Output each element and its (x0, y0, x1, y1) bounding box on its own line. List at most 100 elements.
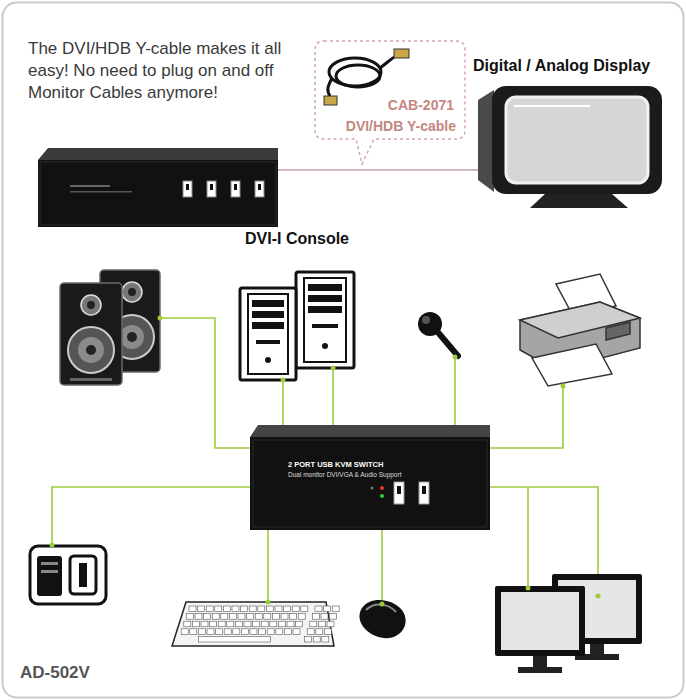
kvm-switch-unit-drawing (394, 482, 404, 504)
speaker (81, 295, 101, 315)
printer (520, 274, 640, 386)
keyboard (223, 606, 230, 612)
microphone (418, 312, 442, 336)
speaker (127, 332, 137, 342)
model-number: AD-502V (20, 662, 90, 684)
crt-monitor (506, 97, 648, 183)
keyboard (204, 614, 211, 620)
lcd-monitor (495, 586, 585, 656)
keyboard (301, 606, 308, 612)
speaker (86, 345, 96, 355)
wire-end-dot (266, 600, 271, 605)
pc-tower (252, 322, 284, 329)
kvm-switch-unit-drawing (250, 425, 490, 437)
display-label: Digital / Analog Display (473, 57, 650, 75)
handheld-device (79, 563, 87, 587)
kvm-switch-top-drawing (38, 148, 278, 227)
kvm-switch-unit-drawing (397, 486, 401, 494)
keyboard (275, 606, 282, 612)
keyboard (255, 614, 262, 620)
green-wire (454, 357, 456, 426)
keyboard (330, 614, 337, 620)
kvm-switch-top-drawing (40, 162, 276, 225)
microphone (422, 316, 430, 324)
cable-icon (394, 49, 409, 58)
kvm-switch-top-drawing (186, 184, 189, 190)
pc-tower (296, 272, 354, 368)
kvm-switch-unit-drawing (419, 482, 429, 504)
keyboard (198, 629, 205, 635)
note-text: The DVI/HDB Y-cable makes it all easy! N… (28, 38, 296, 104)
keyboard (281, 614, 288, 620)
pc-tower (312, 324, 338, 328)
keyboard (266, 606, 273, 612)
kvm-switch-unit-drawing (250, 425, 490, 530)
wire-end-dot (331, 366, 336, 371)
keyboard (315, 606, 322, 612)
kvm-switch-top-drawing (258, 184, 261, 190)
speaker (78, 337, 104, 363)
keyboard (224, 629, 231, 635)
lcd-monitor (501, 592, 579, 650)
keyboard (232, 606, 239, 612)
handheld-device (41, 570, 58, 573)
keyboard (322, 636, 329, 642)
keyboard (313, 636, 320, 642)
connector-group (278, 170, 478, 171)
keyboard (195, 614, 202, 620)
cable-icon (324, 96, 337, 105)
keyboard (198, 606, 205, 612)
keyboard (264, 614, 271, 620)
handheld-device (30, 546, 106, 604)
keyboard (172, 602, 334, 646)
kvm-switch-top-drawing (38, 160, 278, 227)
green-wire (490, 386, 563, 448)
speaker (122, 282, 142, 302)
keyboard (293, 629, 300, 635)
green-wire (527, 487, 529, 588)
keyboard (324, 629, 331, 635)
keyboard (172, 602, 339, 646)
kvm-switch-unit-drawing (250, 437, 490, 530)
pc-tower (265, 357, 271, 363)
pc-tower (308, 306, 342, 313)
kvm-switch-top-drawing (234, 184, 237, 190)
keyboard (267, 629, 274, 635)
cable-icon (336, 65, 380, 87)
keyboard (298, 614, 305, 620)
keyboard (284, 606, 291, 612)
keyboard (244, 621, 251, 627)
handheld-device (30, 546, 106, 604)
keyboard (206, 606, 213, 612)
wire-end-dot (50, 316, 601, 607)
keyboard (261, 621, 268, 627)
kvm-switch-top-drawing (210, 184, 213, 190)
kvm-switch-unit-drawing (380, 494, 384, 498)
kvm-switch-top-drawing (255, 181, 264, 197)
pc-tower (252, 300, 284, 307)
green-wire (332, 368, 334, 426)
device-print: 2 PORT USB KVM SWITCH (288, 460, 383, 469)
keyboard (241, 629, 248, 635)
kvm-switch-console: DVI-I Console (38, 148, 278, 228)
keyboard (310, 621, 317, 627)
speaker (87, 301, 95, 309)
crt-monitor (530, 194, 628, 208)
speaker (68, 327, 114, 373)
pc-tower (256, 340, 280, 344)
keyboard (332, 606, 339, 612)
kvm-switch-unit: 2 PORT USB KVM SWITCHDual monitor DVI/VG… (250, 425, 490, 530)
keyboard (233, 629, 240, 635)
speaker (60, 270, 160, 385)
keyboard (215, 606, 222, 612)
keyboard (316, 629, 323, 635)
wire-end-dot (380, 602, 385, 607)
keyboard (235, 621, 242, 627)
kvm-switch-top-drawing (38, 148, 278, 160)
keyboard (250, 629, 257, 635)
pc-tower (252, 311, 284, 318)
keyboard (270, 621, 277, 627)
wire-end-dot (561, 384, 566, 389)
